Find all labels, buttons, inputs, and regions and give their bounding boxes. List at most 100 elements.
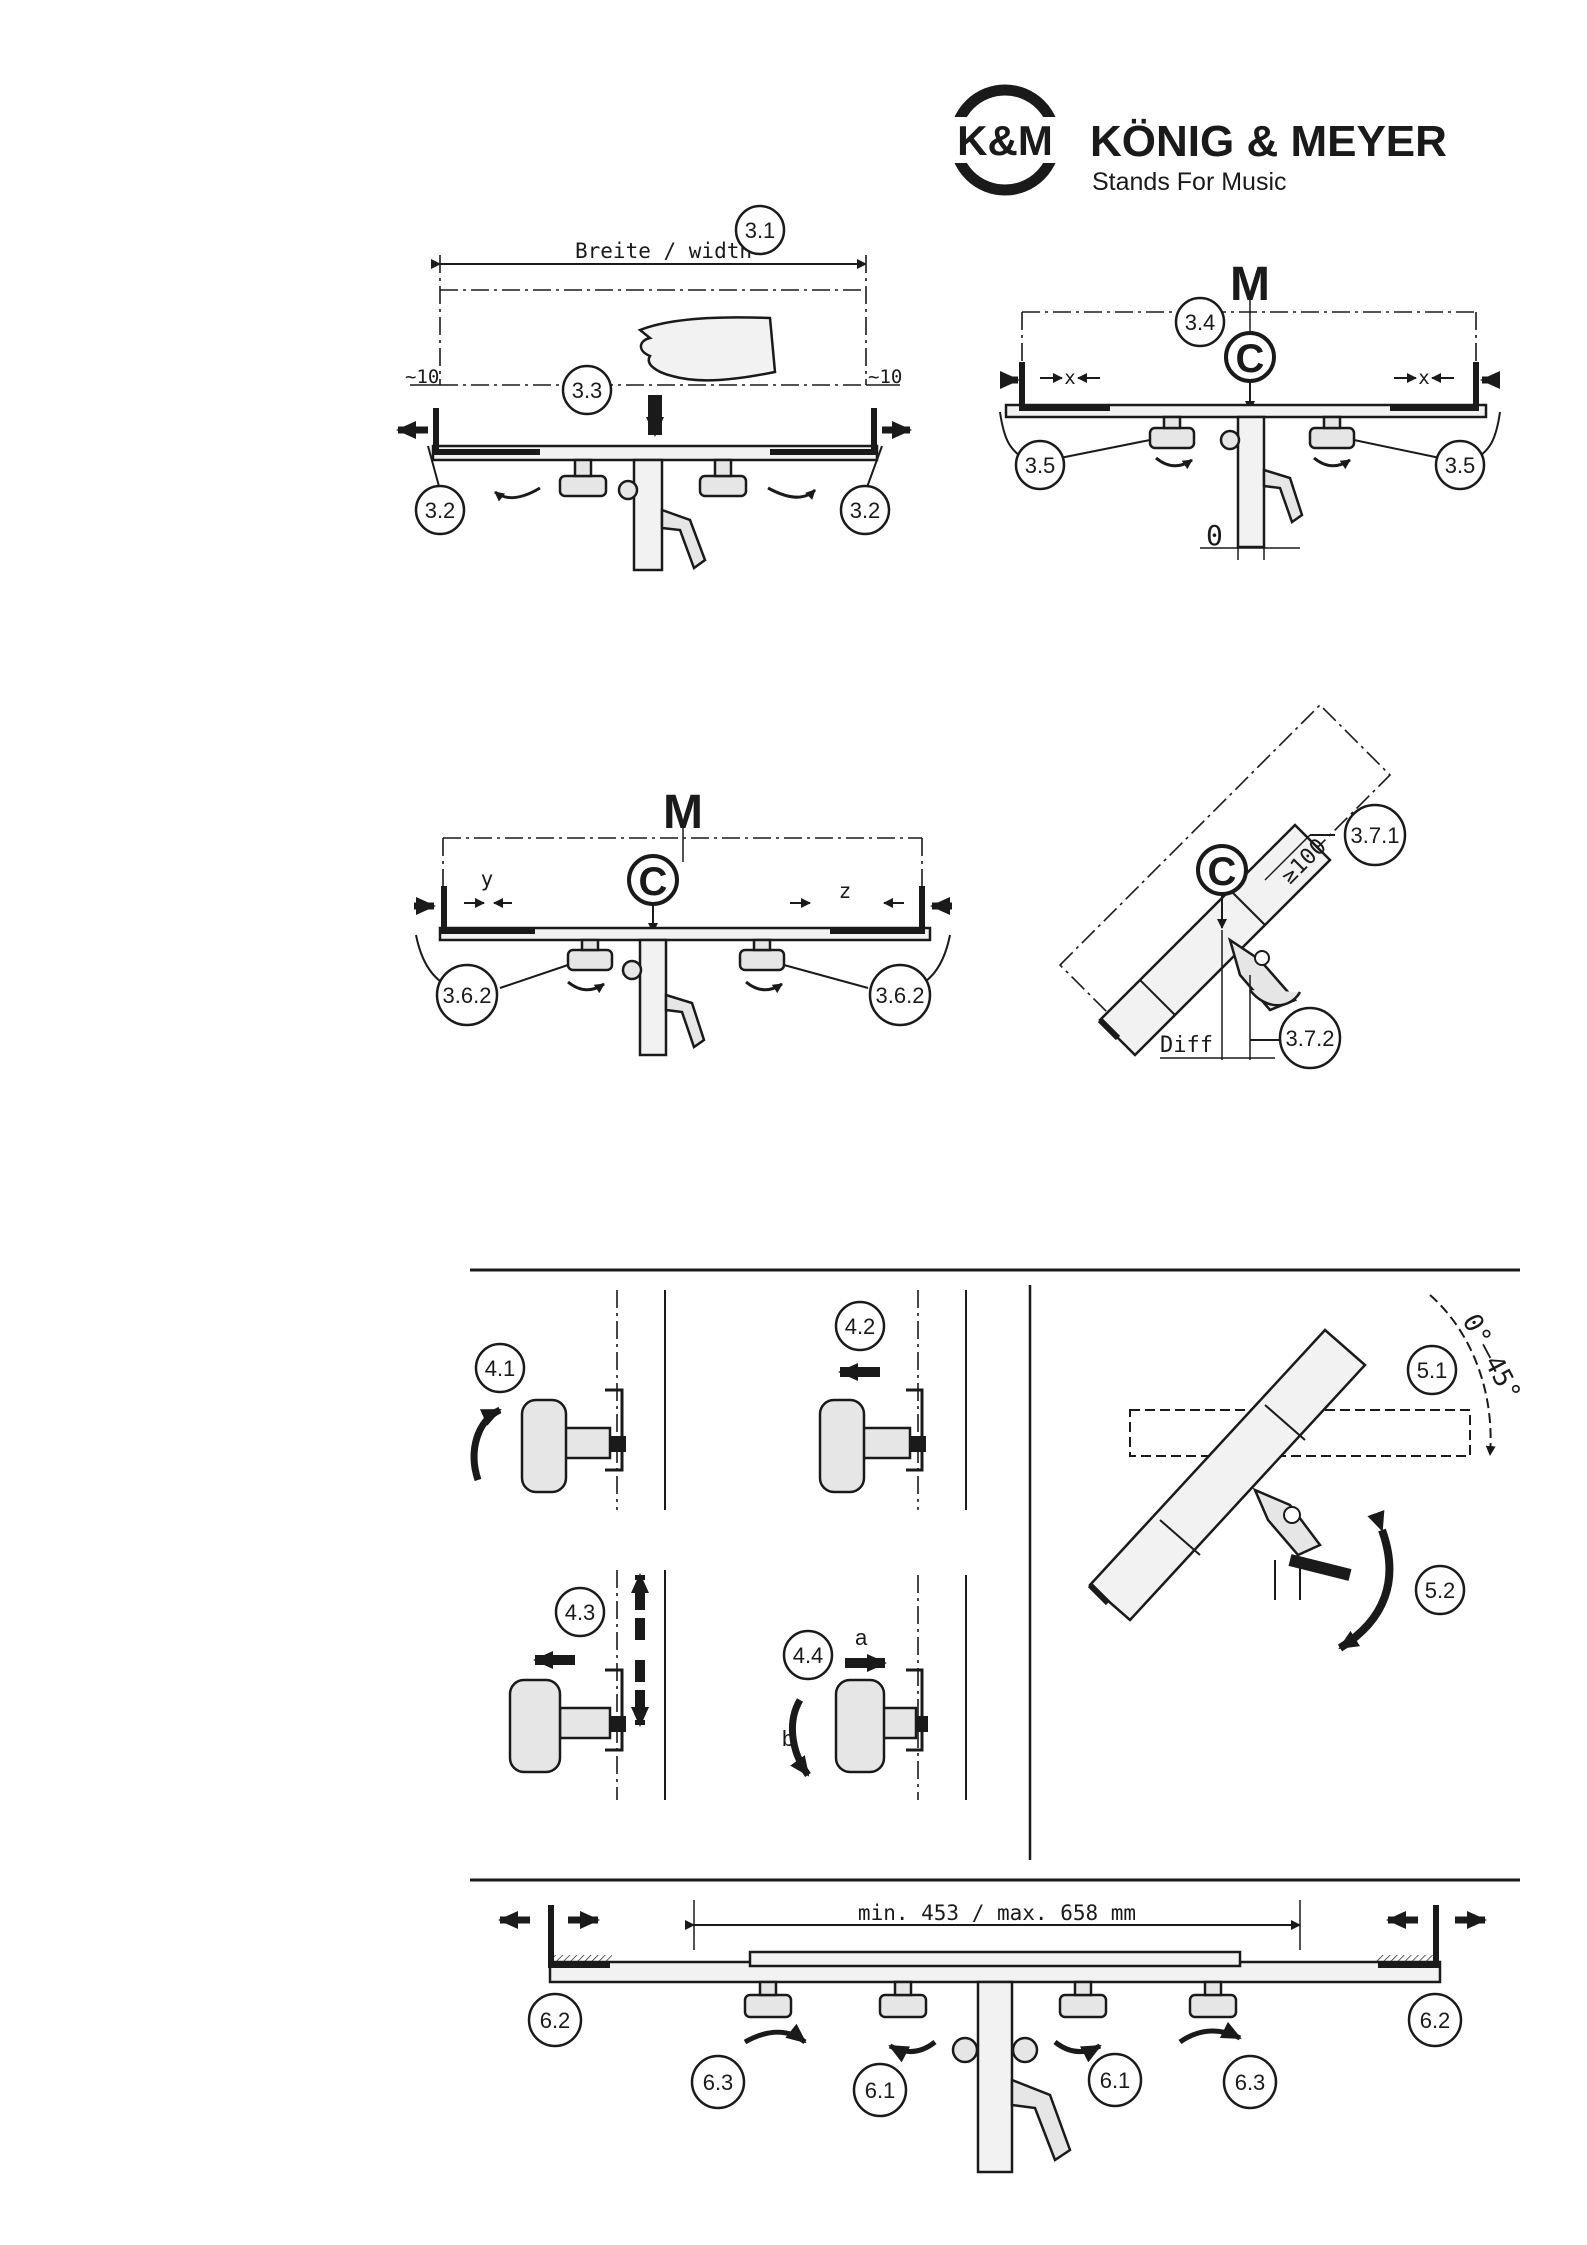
callout-5-1: 5.1 <box>1408 1346 1456 1394</box>
clamp-lever-icon <box>1264 470 1302 522</box>
clamp-screw <box>619 481 637 499</box>
svg-text:4.1: 4.1 <box>485 1356 516 1381</box>
knob-right <box>740 950 784 970</box>
callout-3-4: 3.4 <box>1176 298 1224 346</box>
svg-text:3.7.2: 3.7.2 <box>1286 1026 1335 1051</box>
callout-6-3-left: 6.3 <box>692 2056 744 2108</box>
figure-gap-adjustment: M C y z 3.6.2 <box>414 786 952 1055</box>
center-mark-c: C <box>1198 846 1246 894</box>
rotate-outer-right-arrow-icon <box>1180 2031 1240 2042</box>
knob-outer-left-stem <box>760 1982 776 1995</box>
knob-right <box>700 476 746 496</box>
callout-6-3-right: 6.3 <box>1224 2056 1276 2108</box>
callout-3-6-2-right: 3.6.2 <box>870 965 930 1025</box>
center-mark-c: C <box>629 856 677 904</box>
svg-text:3.2: 3.2 <box>425 498 456 523</box>
callout-5-2: 5.2 <box>1416 1566 1464 1614</box>
callout-3-1: 3.1 <box>736 206 784 254</box>
svg-text:3.2: 3.2 <box>850 498 881 523</box>
rotate-arrow-left-icon <box>1156 458 1192 466</box>
rotate-arrow-left-icon <box>568 982 604 990</box>
range-label: min. 453 / max. 658 mm <box>858 1901 1136 1925</box>
leader-3-5-left-b <box>1060 440 1150 458</box>
svg-text:4.3: 4.3 <box>565 1600 596 1625</box>
logo-text: K&M <box>957 117 1053 164</box>
star-knob <box>522 1400 566 1492</box>
knob-right <box>1310 428 1354 448</box>
knob-outer-right-stem <box>1205 1982 1221 1995</box>
svg-text:C: C <box>639 860 668 904</box>
rotate-loosen-arrow-icon <box>474 1410 500 1480</box>
knob-center-left <box>880 1995 926 2017</box>
rotate-center-left-arrow-icon <box>890 2042 935 2052</box>
center-mark-c: C <box>1226 333 1274 381</box>
hatch-right <box>1376 1955 1436 1963</box>
callout-3-2-left: 3.2 <box>416 486 464 534</box>
figure-tilt-angle: 0°–45° 5.1 5.2 <box>1090 1295 1526 1648</box>
rotate-outer-left-arrow-icon <box>745 2032 805 2042</box>
knob-shaft <box>560 1428 610 1458</box>
svg-text:3.6.2: 3.6.2 <box>443 983 492 1008</box>
leader-3-6-2-left-b <box>500 965 568 988</box>
clamp-lever-icon <box>666 995 704 1047</box>
callout-4-2: 4.2 <box>836 1302 884 1350</box>
knob-shaft <box>560 1708 610 1738</box>
clamp-lever-icon <box>1012 2080 1070 2160</box>
callout-4-4: 4.4 <box>784 1631 832 1679</box>
svg-text:6.3: 6.3 <box>703 2070 734 2095</box>
angle-range-label: 0°–45° <box>1456 1309 1527 1406</box>
knob-center-right-stem <box>1075 1982 1091 1995</box>
rotate-arrow-right-icon <box>1314 458 1350 466</box>
gap-label-right: x <box>1418 367 1429 389</box>
clamp-screw <box>623 961 641 979</box>
callout-3-6-2-left: 3.6.2 <box>437 965 497 1025</box>
svg-text:6.2: 6.2 <box>1420 2008 1451 2033</box>
callout-6-2-right: 6.2 <box>1409 1994 1461 2046</box>
tray-tilted-position <box>1090 1330 1365 1620</box>
svg-text:6.1: 6.1 <box>865 2078 896 2103</box>
step-4-2: 4.2 <box>820 1290 966 1510</box>
knob-center-right <box>1060 1995 1106 2017</box>
knob-outer-right <box>1190 1995 1236 2017</box>
clamp-lever-icon <box>662 510 705 568</box>
star-knob <box>820 1400 864 1492</box>
knob-left <box>560 476 606 496</box>
brand-name: KÖNIG & MEYER <box>1090 117 1447 166</box>
svg-text:6.3: 6.3 <box>1235 2070 1266 2095</box>
diff-label: Diff <box>1160 1033 1213 1058</box>
knob-left <box>1150 428 1194 448</box>
clamp-screw-right <box>1013 2038 1037 2062</box>
figure-knob-steps: 4.1 4.2 <box>474 1290 966 1800</box>
gap-y-label: y <box>481 867 494 891</box>
brand-logo: K&M <box>945 90 1065 190</box>
tray-slider-rail <box>750 1952 1240 1966</box>
figure-width-setting: Breite / width ~10 ~10 3.1 <box>398 206 910 570</box>
star-knob <box>510 1680 560 1772</box>
figure-center-alignment: M C x x 0 3.4 <box>1000 258 1500 560</box>
svg-text:C: C <box>1208 850 1237 894</box>
callout-6-1-left: 6.1 <box>854 2064 906 2116</box>
knob-shaft <box>860 1428 910 1458</box>
svg-text:3.3: 3.3 <box>572 378 603 403</box>
step-4-1: 4.1 <box>474 1290 665 1510</box>
callout-4-3: 4.3 <box>556 1588 604 1636</box>
callout-3-3: 3.3 <box>563 366 611 414</box>
svg-text:3.5: 3.5 <box>1025 453 1056 478</box>
knob-right-stem <box>715 460 731 476</box>
svg-text:5.2: 5.2 <box>1425 1578 1456 1603</box>
zero-offset-label: 0 <box>1206 519 1223 552</box>
knob-right-stem <box>1324 417 1340 428</box>
knob-left-stem <box>582 940 598 950</box>
step-4-3: 4.3 <box>510 1570 665 1800</box>
svg-text:3.4: 3.4 <box>1185 310 1216 335</box>
hatch-left <box>552 1955 612 1963</box>
bracket-slot <box>1250 990 1300 1005</box>
tray-left-bracket <box>444 886 535 931</box>
tilt-rotation-arrow-icon <box>1340 1530 1389 1648</box>
stand-post <box>634 460 662 570</box>
figure-tilted-offset: C ≥100 Diff 3.7.1 3.7.2 <box>1060 705 1405 1068</box>
callout-3-7-1: 3.7.1 <box>1345 805 1405 865</box>
offset-label-right: ~10 <box>868 366 902 388</box>
leader-3-6-2-right-b <box>784 965 868 988</box>
tilt-pivot-screw <box>1284 1507 1300 1523</box>
